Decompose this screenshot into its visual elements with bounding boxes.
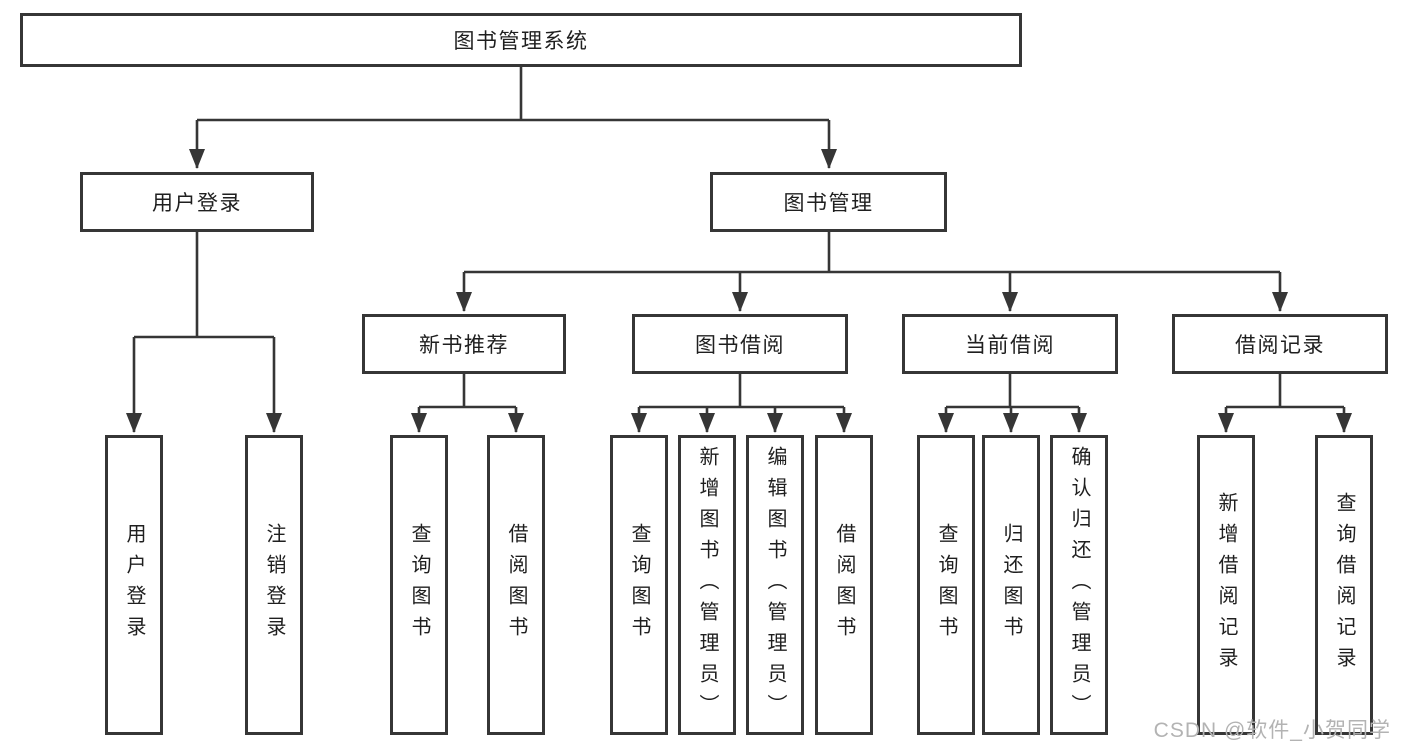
node-label: 用户登录: [152, 192, 242, 215]
leaf-label: 查询图书: [408, 523, 430, 647]
leaf-label: 注销登录: [263, 523, 285, 647]
leaf-label: 归还图书: [1000, 523, 1022, 647]
node-book-borrowing: 图书借阅: [632, 314, 848, 374]
node-book-management: 图书管理: [710, 172, 947, 232]
leaf-label: 确认归还（管理员）: [1068, 445, 1090, 725]
node-label: 新书推荐: [419, 334, 509, 357]
leaf-query-borrow-record: 查询借阅记录: [1315, 435, 1373, 735]
leaf-label: 借阅图书: [505, 523, 527, 647]
leaf-label: 用户登录: [123, 523, 145, 647]
node-label: 借阅记录: [1235, 334, 1325, 357]
leaf-label: 查询图书: [935, 523, 957, 647]
leaf-query-books-1: 查询图书: [390, 435, 448, 735]
leaf-label: 查询图书: [628, 523, 650, 647]
leaf-label: 编辑图书（管理员）: [764, 445, 786, 725]
node-label: 图书管理系统: [453, 30, 589, 53]
leaf-return-books: 归还图书: [982, 435, 1040, 735]
leaf-user-login: 用户登录: [105, 435, 163, 735]
node-label: 图书管理: [783, 192, 874, 215]
leaf-label: 新增借阅记录: [1215, 492, 1237, 678]
leaf-add-books-admin: 新增图书（管理员）: [678, 435, 736, 735]
leaf-label: 查询借阅记录: [1333, 492, 1355, 678]
node-label: 当前借阅: [965, 334, 1055, 357]
node-new-book-recommendation: 新书推荐: [362, 314, 566, 374]
node-library-management-system: 图书管理系统: [20, 13, 1022, 67]
leaf-edit-books-admin: 编辑图书（管理员）: [746, 435, 804, 735]
leaf-label: 新增图书（管理员）: [696, 445, 718, 725]
leaf-label: 借阅图书: [833, 523, 855, 647]
node-label: 图书借阅: [695, 334, 785, 357]
leaf-confirm-return-admin: 确认归还（管理员）: [1050, 435, 1108, 735]
node-current-borrowing: 当前借阅: [902, 314, 1118, 374]
leaf-borrow-books-1: 借阅图书: [487, 435, 545, 735]
leaf-logout: 注销登录: [245, 435, 303, 735]
leaf-borrow-books-2: 借阅图书: [815, 435, 873, 735]
node-user-login: 用户登录: [80, 172, 314, 232]
csdn-watermark: CSDN @软件_小贺同学: [1153, 719, 1391, 742]
node-borrowing-records: 借阅记录: [1172, 314, 1388, 374]
leaf-query-books-2: 查询图书: [610, 435, 668, 735]
leaf-add-borrow-record: 新增借阅记录: [1197, 435, 1255, 735]
leaf-query-books-3: 查询图书: [917, 435, 975, 735]
